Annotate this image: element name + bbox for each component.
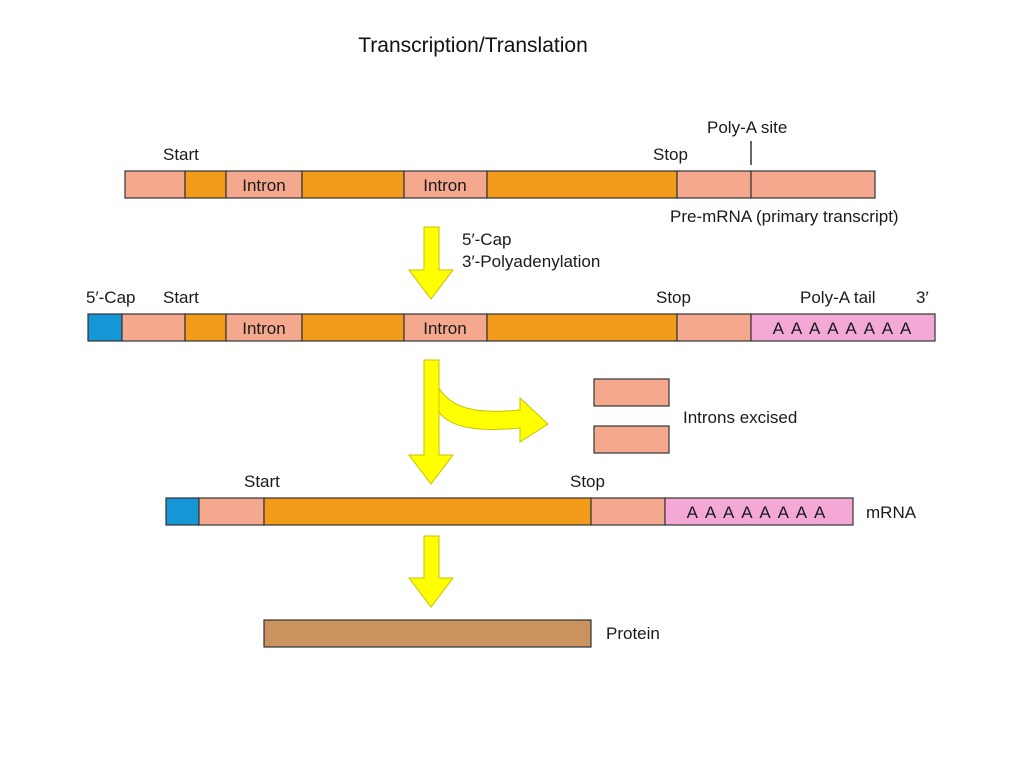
pre-mrna-strand xyxy=(124,170,876,199)
arrow-down-1 xyxy=(407,226,455,300)
processed-cap-label: 5′-Cap xyxy=(86,288,136,307)
processed-intron-2-label: Intron xyxy=(423,319,466,338)
processed-exon-2 xyxy=(301,313,405,342)
processed-intron-1 xyxy=(225,313,303,342)
processed-5utr xyxy=(121,313,186,342)
pre-mrna-intron-1-label: Intron xyxy=(242,176,285,195)
processed-intron-1-label: Intron xyxy=(242,319,285,338)
pre-mrna-exon-1 xyxy=(184,170,227,199)
step1-cap-label: 5′-Cap xyxy=(462,230,512,249)
page-title: Transcription/Translation xyxy=(358,34,588,57)
mrna-stop-label: Stop xyxy=(570,472,605,491)
poly-a-tail-label: Poly-A tail xyxy=(800,288,876,307)
arrow-branch-excision xyxy=(438,386,549,443)
processed-cap xyxy=(87,313,123,342)
pre-mrna-exon-2 xyxy=(301,170,405,199)
three-prime-label: 3′ xyxy=(916,288,929,307)
excised-intron-2 xyxy=(593,425,670,454)
processed-tail-sequence: A A A A A A A A xyxy=(773,319,914,338)
processed-exon-3 xyxy=(486,313,678,342)
mrna-poly-a-tail xyxy=(664,497,854,526)
pre-mrna-5utr xyxy=(124,170,186,199)
pre-mrna-intron-2 xyxy=(403,170,488,199)
mrna-3utr xyxy=(590,497,666,526)
step1-polyadenylation-label: 3′-Polyadenylation xyxy=(462,252,600,271)
mrna-strand xyxy=(165,497,854,526)
mrna-coding-region xyxy=(263,497,592,526)
processed-start-label: Start xyxy=(163,288,199,307)
mrna-label: mRNA xyxy=(866,503,917,522)
mrna-start-label: Start xyxy=(244,472,280,491)
protein-bar xyxy=(263,619,592,648)
pre-mrna-stop-label: Stop xyxy=(653,145,688,164)
mrna-5utr xyxy=(198,497,265,526)
arrow-down-2 xyxy=(407,359,455,485)
pre-mrna-start-label: Start xyxy=(163,145,199,164)
pre-mrna-exon-3 xyxy=(486,170,678,199)
introns-excised-label: Introns excised xyxy=(683,408,797,427)
processed-exon-1 xyxy=(184,313,227,342)
processed-3utr xyxy=(676,313,752,342)
mrna-cap xyxy=(165,497,200,526)
pre-mrna-intron-2-label: Intron xyxy=(423,176,466,195)
protein-label: Protein xyxy=(606,624,660,643)
excised-intron-1 xyxy=(593,378,670,407)
poly-a-site-label: Poly-A site xyxy=(707,118,787,137)
processed-poly-a-tail xyxy=(750,313,936,342)
processed-strand xyxy=(87,313,936,342)
pre-mrna-3utr xyxy=(676,170,752,199)
arrow-down-3 xyxy=(407,535,455,608)
mrna-tail-sequence: A A A A A A A A xyxy=(687,503,828,522)
pre-mrna-downstream xyxy=(750,170,876,199)
processed-stop-label: Stop xyxy=(656,288,691,307)
pre-mrna-caption: Pre-mRNA (primary transcript) xyxy=(670,207,899,226)
